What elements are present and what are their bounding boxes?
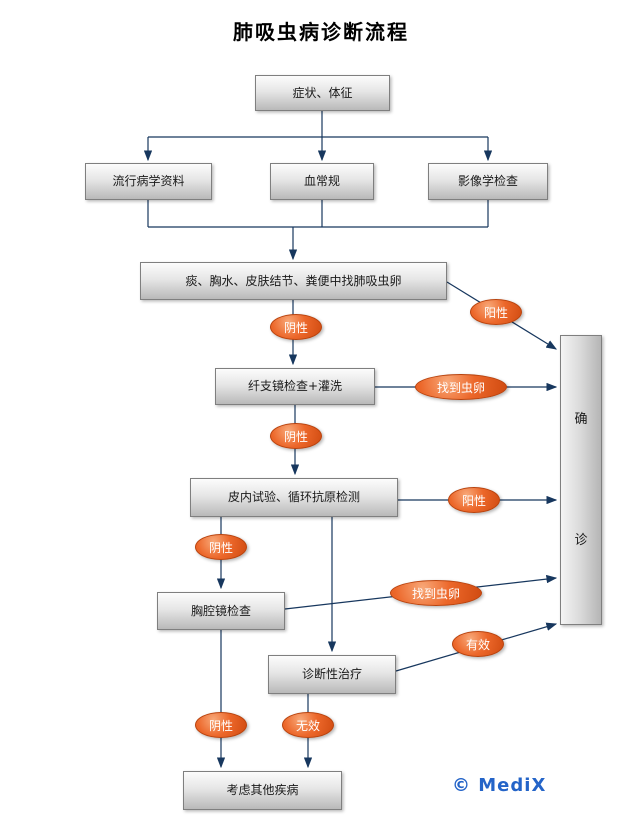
node-diagnostic-treatment: 诊断性治疗 <box>268 655 396 694</box>
label-found-eggs-broncho: 找到虫卵 <box>415 374 507 400</box>
node-epidemiology: 流行病学资料 <box>85 163 212 200</box>
label-found-eggs-thoraco: 找到虫卵 <box>390 580 482 606</box>
label-negative-antigen: 阴性 <box>195 534 247 560</box>
confirm-char-bottom: 诊 <box>574 532 588 548</box>
node-antigen-test: 皮内试验、循环抗原检测 <box>190 478 398 517</box>
node-confirm-diagnosis: 确 诊 <box>560 335 602 625</box>
node-egg-search: 痰、胸水、皮肤结节、粪便中找肺吸虫卵 <box>140 262 447 300</box>
label-effective: 有效 <box>452 631 504 657</box>
label-positive-eggs: 阳性 <box>470 299 522 325</box>
label-negative-broncho: 阴性 <box>270 423 322 449</box>
label-ineffective: 无效 <box>282 712 334 738</box>
medix-watermark: © MediX <box>452 775 547 796</box>
node-other-disease: 考虑其他疾病 <box>183 771 342 810</box>
node-imaging: 影像学检查 <box>428 163 548 200</box>
node-bronchoscopy: 纤支镜检查+灌洗 <box>215 368 375 405</box>
node-symptoms: 症状、体征 <box>255 75 390 111</box>
confirm-char-top: 确 <box>574 411 588 427</box>
label-negative-thoraco: 阴性 <box>195 712 247 738</box>
label-positive-antigen: 阳性 <box>448 487 500 513</box>
node-blood-routine: 血常规 <box>270 163 374 200</box>
label-negative-eggs: 阴性 <box>270 314 322 340</box>
page-title: 肺吸虫病诊断流程 <box>233 20 409 44</box>
node-thoracoscopy: 胸腔镜检查 <box>157 592 285 630</box>
